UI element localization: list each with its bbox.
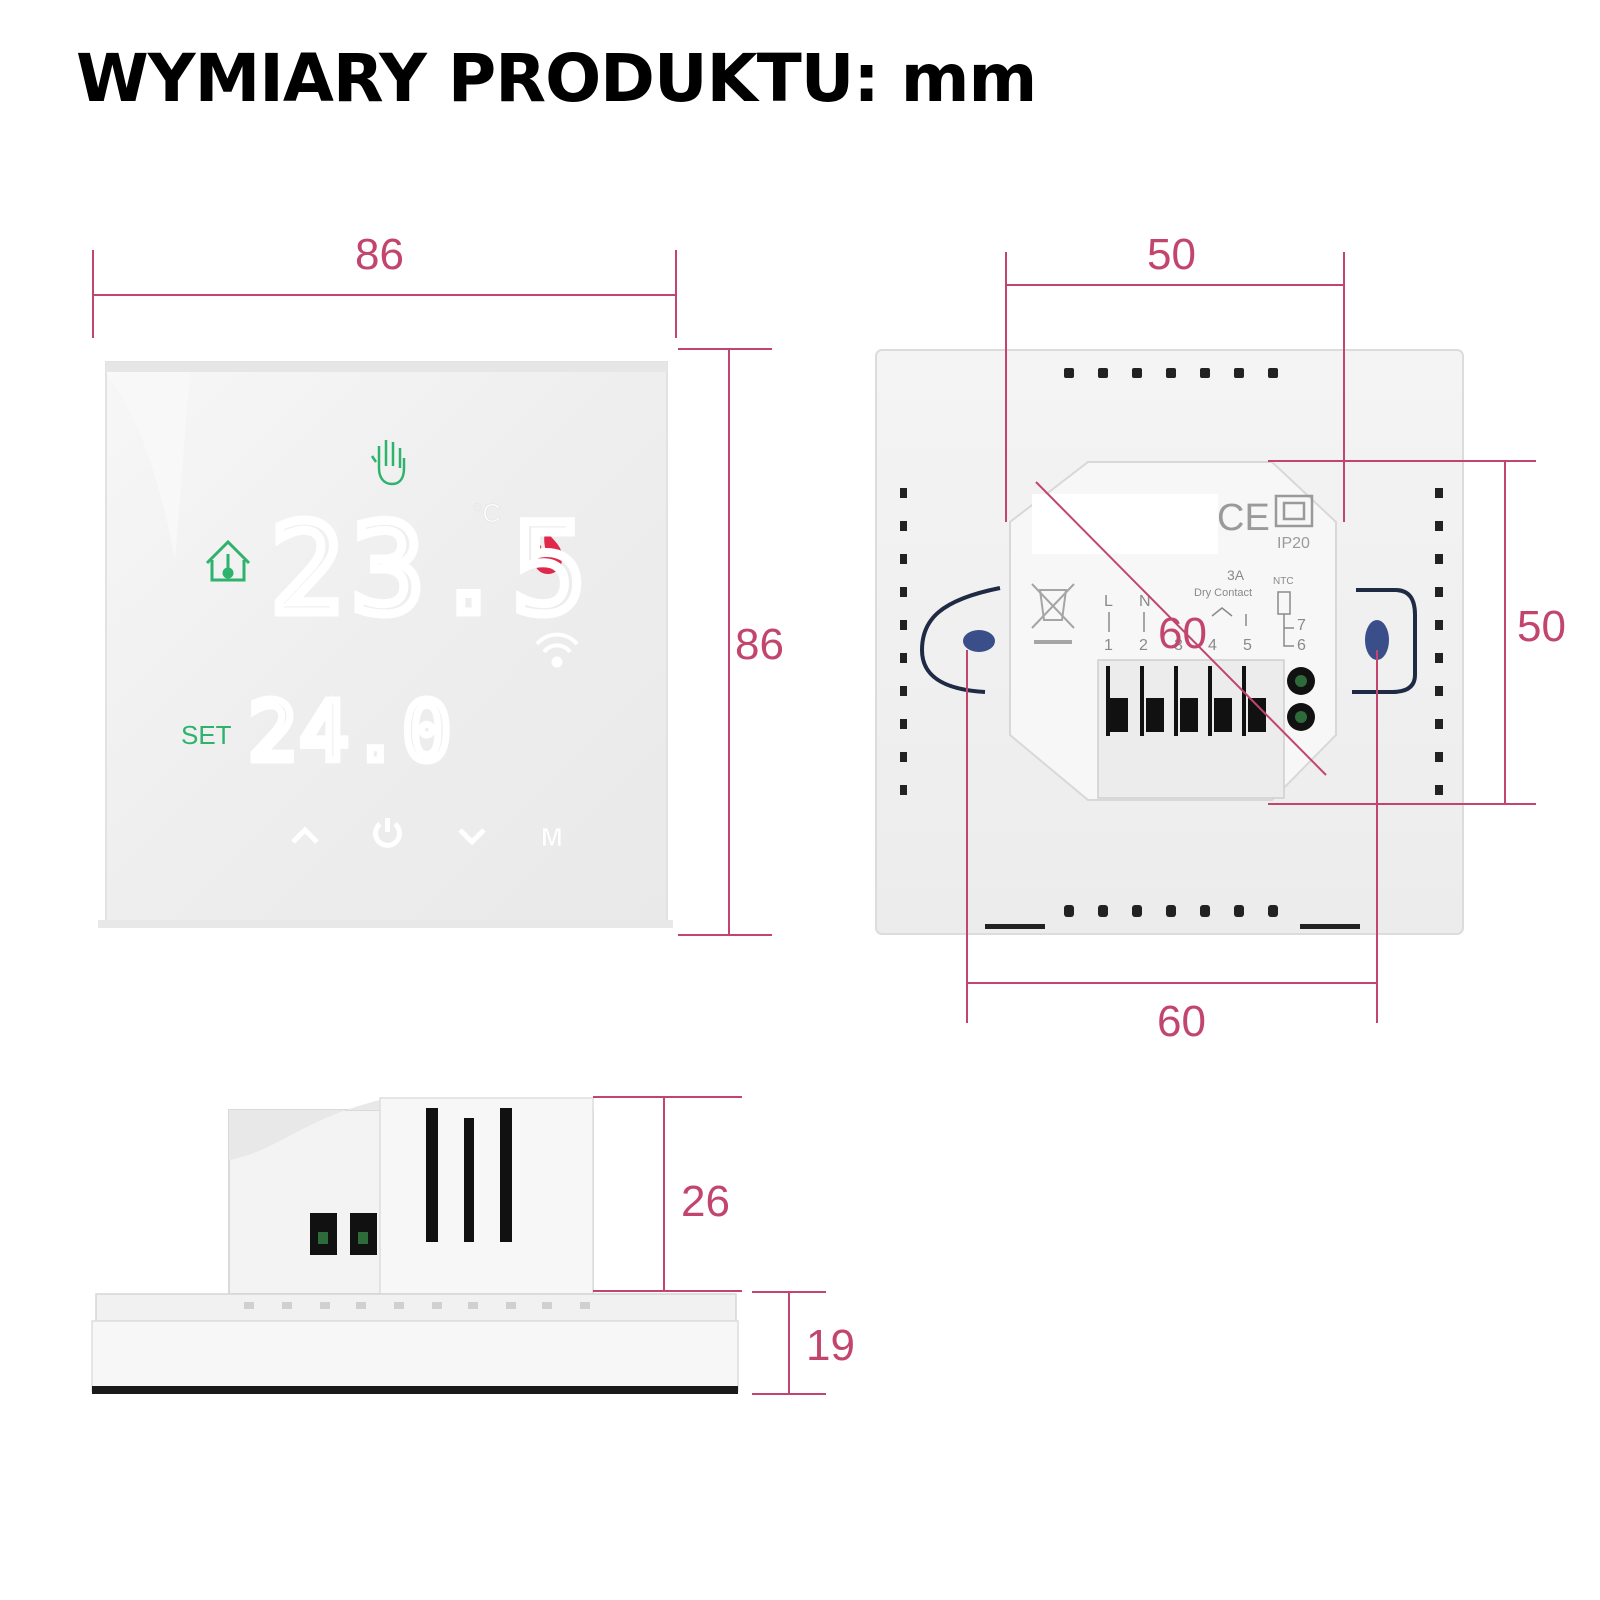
side-body-shadow <box>229 1100 380 1160</box>
page-title: WYMIARY PRODUKTU: mm <box>76 40 1037 117</box>
set-value: 24.0 <box>248 685 453 780</box>
back-view: CE IP20 3A Dry Contact NTC L N 1 2 3 4 5… <box>875 252 1536 1023</box>
wiring-arrows <box>1108 591 1294 647</box>
front-width-dimension <box>92 250 677 338</box>
terminal-screws <box>1106 666 1315 736</box>
flame-icon <box>534 530 563 574</box>
side-panel-bottom-edge <box>92 1386 738 1394</box>
temperature-readout: 23.5 <box>270 498 593 642</box>
wiring-diagram: 3A Dry Contact NTC L N 1 2 3 4 5 7 6 <box>1104 567 1306 654</box>
terminal-number-5: 5 <box>1243 637 1252 654</box>
side-plate-notches <box>244 1302 590 1309</box>
terminal-number-4: 4 <box>1208 637 1217 654</box>
terminal-number-1: 1 <box>1104 637 1113 654</box>
back-diagonal-label: 60 <box>1158 609 1207 658</box>
side-dimensions <box>593 1096 826 1395</box>
current-rating: 3A <box>1227 567 1245 583</box>
side-depth-label: 26 <box>681 1177 730 1226</box>
contact-type: Dry Contact <box>1194 587 1252 599</box>
weee-bin-icon <box>1031 583 1075 644</box>
ntc-number-7: 7 <box>1297 617 1306 634</box>
home-thermometer-icon <box>205 539 251 582</box>
side-ntc-terminals <box>310 1213 377 1255</box>
mode-button[interactable]: M <box>541 822 563 853</box>
mounting-tab-right <box>1352 588 1417 694</box>
side-vent-slots <box>426 1108 512 1242</box>
vent-slots <box>900 368 1443 929</box>
front-view: 23.5 °C SET 24.0 M <box>92 250 772 936</box>
side-glass-panel <box>91 1320 739 1392</box>
wifi-icon <box>535 632 579 668</box>
ce-mark: CE <box>1217 497 1270 539</box>
ntc-sockets <box>1295 675 1307 723</box>
side-view <box>91 1096 826 1395</box>
double-insulation-icon <box>1274 494 1314 528</box>
front-panel-bottom-edge <box>98 920 673 928</box>
set-label: SET <box>181 720 232 750</box>
power-icon <box>373 822 402 848</box>
terminal-number-2: 2 <box>1139 637 1148 654</box>
terminal-letter-l: L <box>1104 593 1113 610</box>
down-button[interactable] <box>458 828 486 846</box>
temperature-unit: °C <box>472 498 501 528</box>
front-height-dimension <box>678 348 772 936</box>
mounting-tab-left <box>919 586 1001 694</box>
front-width-label: 86 <box>355 230 404 279</box>
front-height-label: 86 <box>735 620 784 669</box>
glass-reflection <box>106 372 190 560</box>
up-button[interactable] <box>291 826 319 844</box>
ntc-number-6: 6 <box>1297 637 1306 654</box>
ip-rating: IP20 <box>1277 535 1310 552</box>
front-panel-top-edge <box>106 362 667 372</box>
side-plate-top <box>95 1293 737 1322</box>
side-plate-label: 19 <box>806 1321 855 1370</box>
back-bottom-width-label: 60 <box>1157 997 1206 1046</box>
back-right-height-label: 50 <box>1517 602 1566 651</box>
blank-label <box>1032 494 1218 554</box>
back-dimensions <box>966 252 1536 1023</box>
back-top-width-label: 50 <box>1147 230 1196 279</box>
terminal-letter-n: N <box>1139 593 1151 610</box>
power-button[interactable] <box>373 818 402 848</box>
ntc-label: NTC <box>1273 576 1294 587</box>
side-upper-block <box>379 1097 594 1295</box>
hand-icon <box>370 440 406 486</box>
terminal-number-3: 3 <box>1174 637 1183 654</box>
